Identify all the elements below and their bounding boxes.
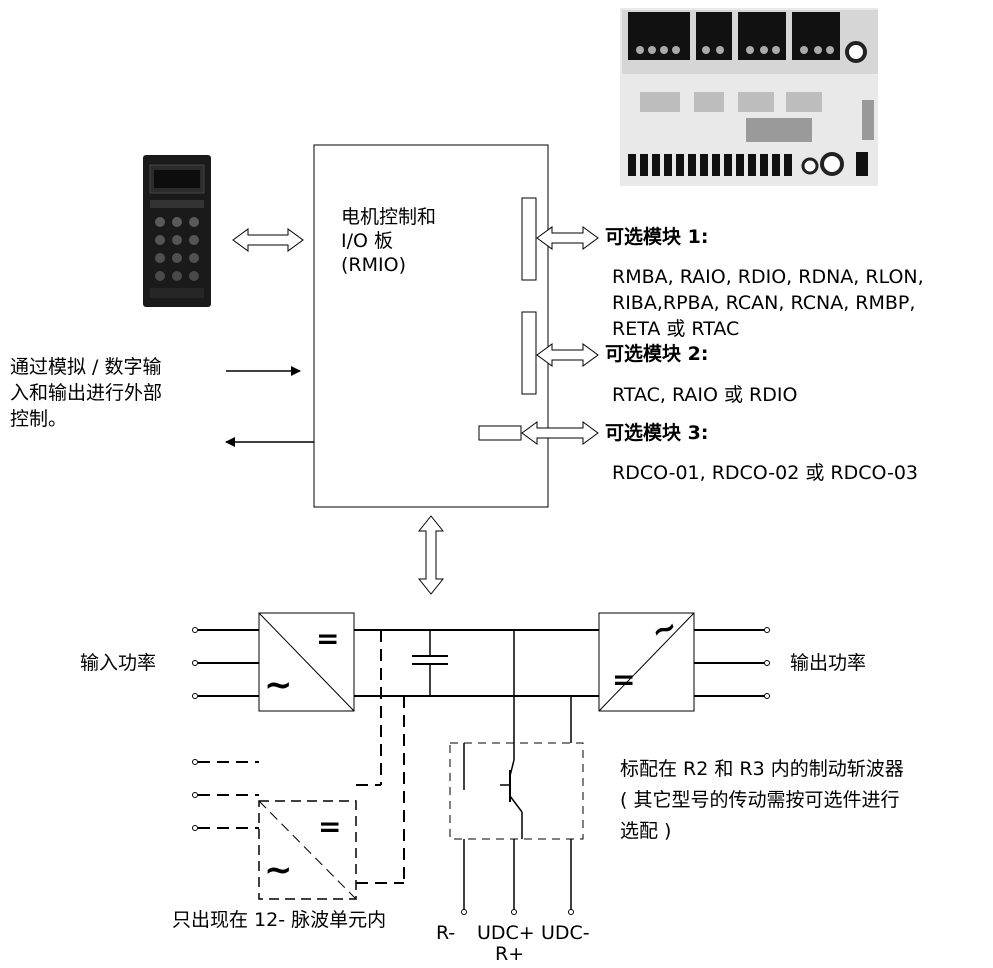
- twelve-pulse-dc-symbol: =: [318, 810, 342, 843]
- twelve-pulse-note: 只出现在 12- 脉波单元内: [172, 909, 387, 931]
- option-module-1-list-line3: RETA 或 RTAC: [612, 318, 740, 340]
- rectifier-dc-symbol: =: [316, 622, 340, 655]
- option-module-1-title: 可选模块 1:: [605, 226, 709, 248]
- option-module-2-title: 可选模块 2:: [605, 343, 709, 365]
- external-control-line2: 入和输出进行外部: [10, 382, 163, 404]
- option-module-image: [620, 8, 878, 186]
- rmio-label-line1: 电机控制和: [341, 206, 437, 228]
- option-slot-2: [521, 311, 537, 395]
- terminal-r-plus: R+: [495, 943, 525, 965]
- terminal-udc-plus: UDC+: [477, 922, 535, 944]
- option-module-1-list-line1: RMBA, RAIO, RDIO, RDNA, RLON,: [612, 266, 924, 288]
- module-2-link-arrow: [536, 343, 599, 367]
- module-3-link-arrow: [521, 421, 599, 445]
- option-module-2-list: RTAC, RAIO 或 RDIO: [612, 384, 798, 406]
- external-control-line1: 通过模拟 / 数字输: [10, 356, 162, 378]
- twelve-pulse-ac-symbol: ~: [264, 850, 293, 890]
- panel-link-arrow: [232, 228, 304, 252]
- rmio-label-line3: (RMIO): [341, 254, 406, 276]
- option-module-1-list-line2: RIBA,RPBA, RCAN, RCNA, RMBP,: [612, 292, 916, 314]
- power-circuit: [192, 612, 770, 915]
- input-power-label: 输入功率: [80, 652, 157, 674]
- terminal-udc-minus: UDC-: [541, 922, 590, 944]
- external-control-line3: 控制。: [10, 408, 68, 430]
- option-slot-3: [478, 425, 522, 441]
- terminal-r-minus: R-: [436, 922, 456, 944]
- option-module-3-title: 可选模块 3:: [605, 422, 709, 444]
- brake-chopper-line2: ( 其它型号的传动需按可选件进行: [620, 789, 900, 811]
- control-panel-image: [143, 155, 211, 307]
- output-power-label: 输出功率: [790, 652, 867, 674]
- rmio-board-box: [313, 144, 549, 508]
- rmio-label-line2: I/O 板: [341, 230, 393, 252]
- inverter-dc-symbol: =: [612, 663, 636, 696]
- brake-chopper-line1: 标配在 R2 和 R3 内的制动斩波器: [620, 758, 904, 780]
- brake-chopper-line3: 选配 ): [620, 820, 672, 842]
- module-1-link-arrow: [536, 226, 599, 250]
- option-slot-1: [521, 197, 537, 281]
- power-link-arrow: [417, 515, 445, 595]
- option-module-3-list: RDCO-01, RDCO-02 或 RDCO-03: [612, 462, 919, 484]
- rectifier-ac-symbol: ~: [264, 665, 293, 705]
